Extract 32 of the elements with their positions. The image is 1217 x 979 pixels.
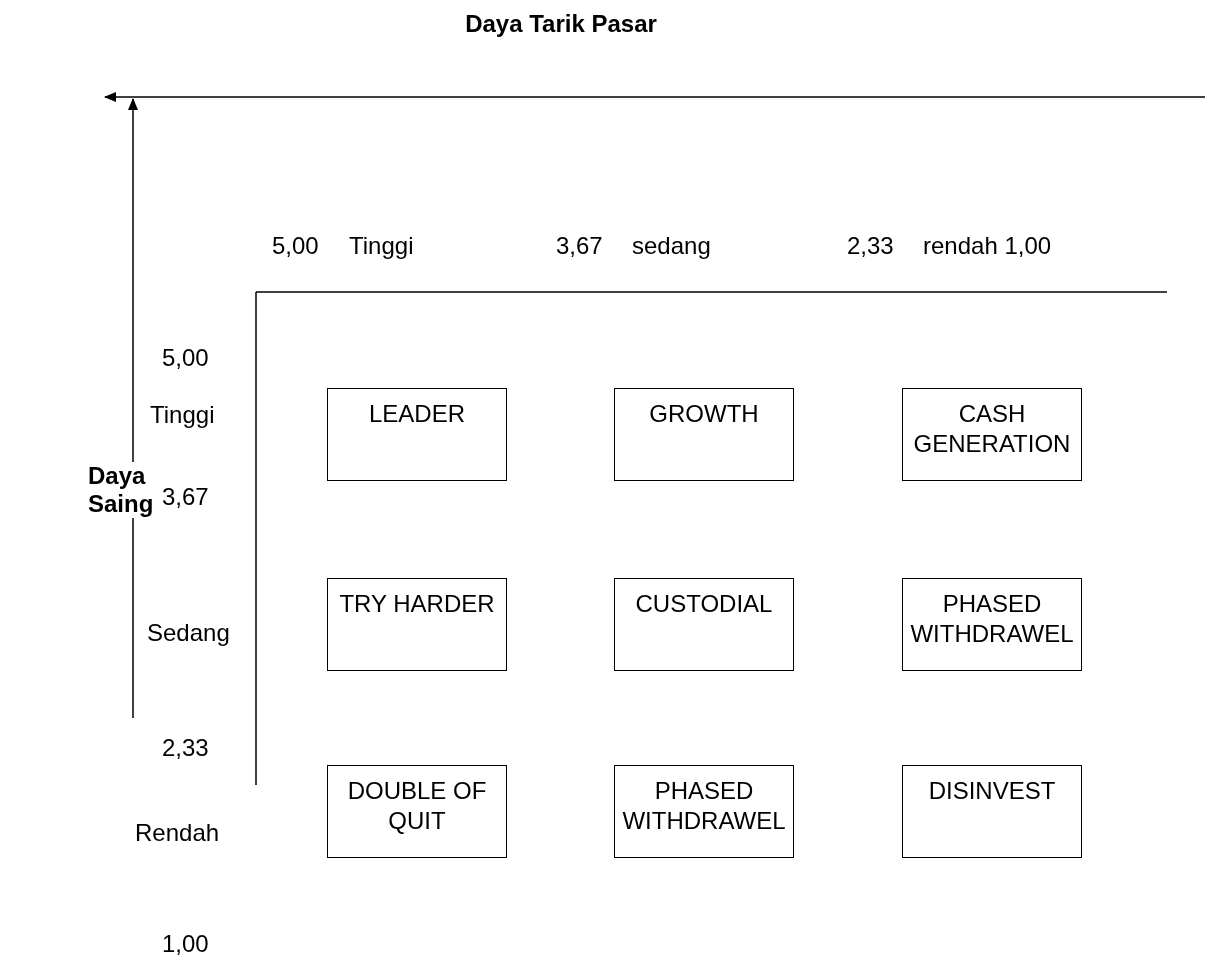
scale-value: 5,00 <box>162 344 209 372</box>
strategy-box <box>902 765 1082 858</box>
strategy-box <box>327 765 507 858</box>
strategy-text: PHASED WITHDRAWEL <box>909 589 1075 649</box>
scale-value: 3,67 <box>556 232 603 260</box>
strategy-text: CASH GENERATION <box>912 399 1072 459</box>
strategy-box <box>327 388 507 481</box>
axis-title: Daya Saing <box>88 462 154 518</box>
scale-label: Tinggi <box>150 401 215 429</box>
scale-value: 2,33 <box>162 734 209 762</box>
strategy-text: CUSTODIAL <box>635 589 773 619</box>
strategy-box <box>327 578 507 671</box>
strategy-text: DISINVEST <box>928 776 1056 806</box>
strategy-text: GROWTH <box>649 399 759 429</box>
scale-label: rendah 1,00 <box>923 232 1052 260</box>
strategy-box <box>614 578 794 671</box>
strategy-box <box>902 388 1082 481</box>
strategy-box <box>614 388 794 481</box>
strategy-text: TRY HARDER <box>339 589 495 619</box>
strategy-text: DOUBLE OF QUIT <box>346 776 488 836</box>
strategy-text: PHASED WITHDRAWEL <box>621 776 787 836</box>
scale-value: 3,67 <box>162 483 209 511</box>
scale-value: 5,00 <box>272 232 319 260</box>
strategy-box <box>614 765 794 858</box>
strategy-box <box>902 578 1082 671</box>
scale-value: 1,00 <box>162 930 209 958</box>
scale-label: Rendah <box>135 819 220 847</box>
scale-label: sedang <box>632 232 711 260</box>
scale-label: Tinggi <box>349 232 414 260</box>
strategy-text: LEADER <box>368 399 465 429</box>
scale-value: 2,33 <box>847 232 894 260</box>
scale-label: Sedang <box>147 619 230 647</box>
